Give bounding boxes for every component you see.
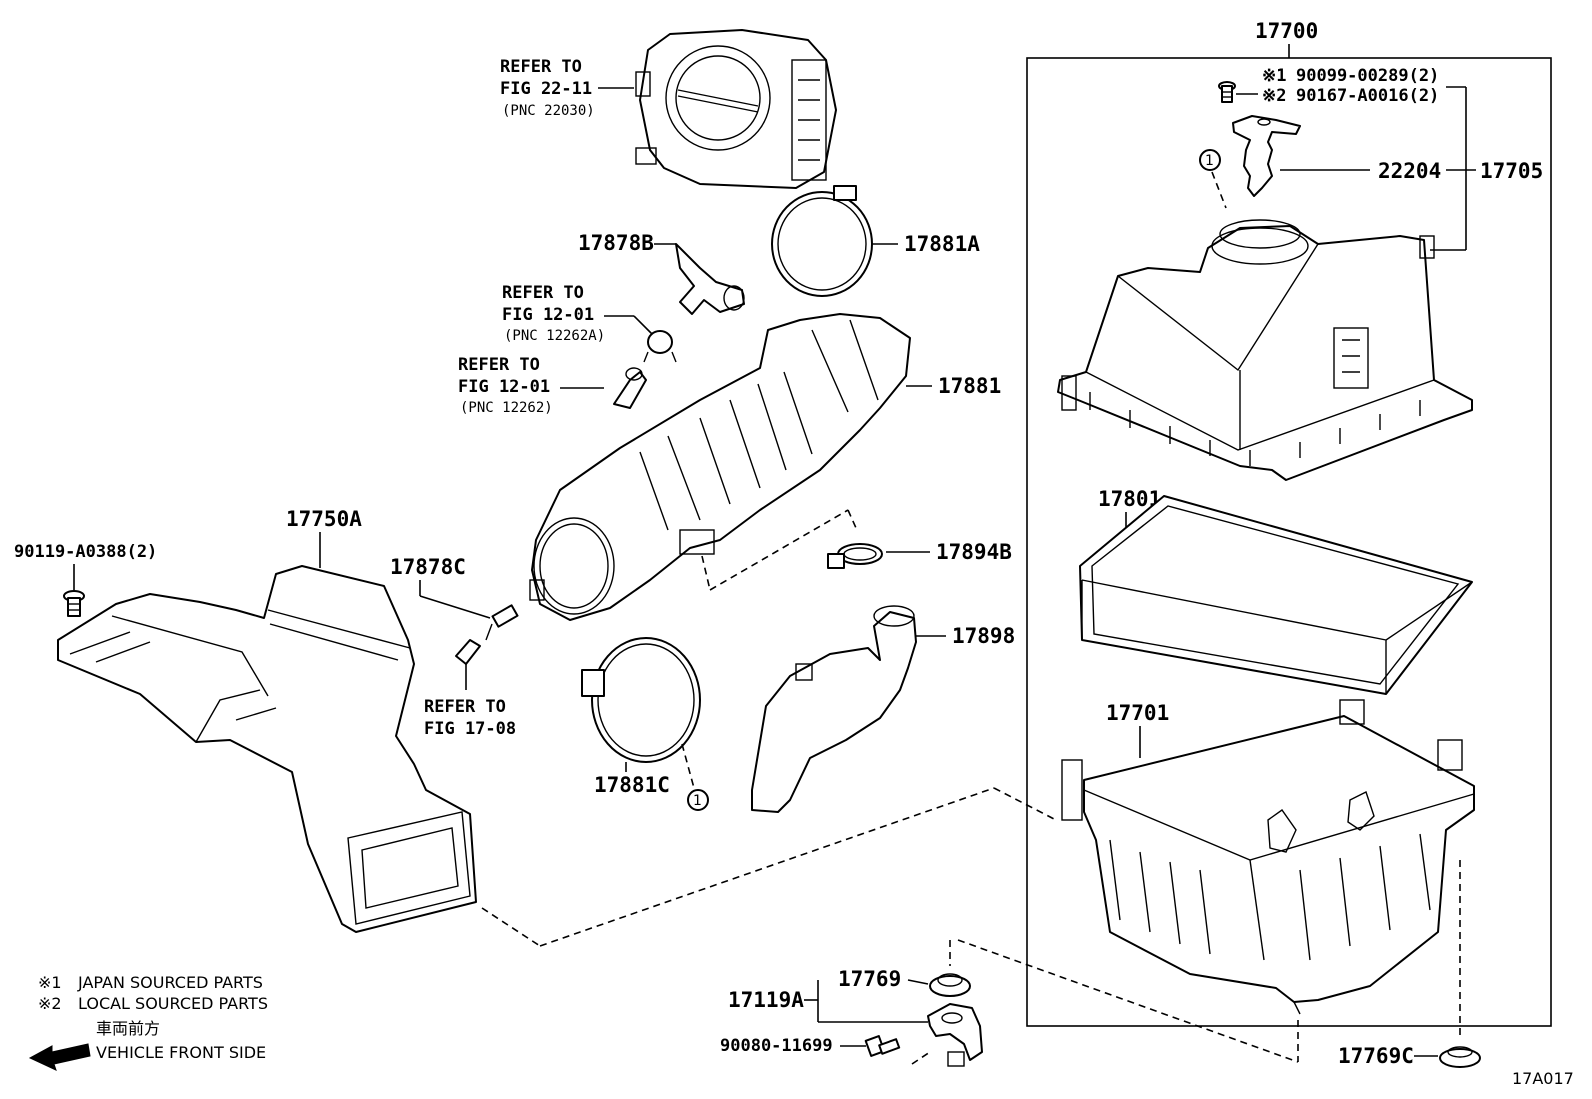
grommet-17769	[929, 973, 971, 997]
ref-1201a-line1: REFER TO	[502, 283, 584, 303]
note-2-mark: ※2	[38, 994, 62, 1013]
part-17750A-label[interactable]: 17750A	[286, 507, 362, 531]
ref-throttle-line1: REFER TO	[500, 57, 582, 77]
air-cleaner-case	[1061, 699, 1475, 1015]
nipple-17878C	[485, 604, 519, 641]
part-17881C-label[interactable]: 17881C	[594, 773, 670, 797]
clip-22204	[1232, 115, 1301, 197]
grommet-17769C	[1439, 1046, 1481, 1068]
air-filter-element	[1079, 495, 1473, 695]
throttle-body	[635, 29, 837, 189]
japan-mark: ※1	[1262, 66, 1286, 86]
part-90080-11699-label[interactable]: 90080-11699	[720, 1036, 833, 1056]
part-17705-label[interactable]: 17705	[1480, 159, 1543, 183]
part-90099-00289-label[interactable]: 90099-00289(2)	[1296, 66, 1439, 86]
ref-1201-line3: (PNC 12262)	[460, 400, 553, 416]
part-17881-label[interactable]: 17881	[938, 374, 1001, 398]
hose-clamp-17894B	[827, 543, 883, 569]
ref-throttle-line2[interactable]: FIG 22-11	[500, 79, 592, 99]
hose-clamp-17881A	[771, 185, 873, 297]
figure-code: 17A017	[1512, 1069, 1574, 1088]
part-22204-label[interactable]: 22204	[1378, 159, 1441, 183]
hose-clamp-17881C	[581, 637, 701, 763]
hose-17878C	[455, 639, 481, 665]
intake-hose-17881	[529, 313, 911, 621]
ref-1708-line1: REFER TO	[424, 697, 506, 717]
part-17769C-label[interactable]: 17769C	[1338, 1044, 1414, 1068]
part-17700-label[interactable]: 17700	[1255, 19, 1318, 43]
ref-throttle-line3: (PNC 22030)	[502, 103, 595, 119]
note-1-text: JAPAN SOURCED PARTS	[77, 973, 263, 992]
svg-text:1: 1	[1205, 153, 1214, 169]
local-mark: ※2	[1262, 86, 1286, 106]
note-2-text: LOCAL SOURCED PARTS	[78, 994, 268, 1013]
ref-1201a-line3: (PNC 12262A)	[504, 328, 605, 344]
circle-marker-1-lower: 1	[687, 789, 709, 811]
part-17701-label[interactable]: 17701	[1106, 701, 1169, 725]
front-arrow-icon	[28, 1043, 91, 1071]
part-90167-A0016-label[interactable]: 90167-A0016(2)	[1296, 86, 1439, 106]
ref-1201-line2[interactable]: FIG 12-01	[458, 377, 550, 397]
vehicle-front-jp: 車両前方	[96, 1019, 160, 1038]
ref-1201a-line2[interactable]: FIG 12-01	[502, 305, 594, 325]
bolt-90119-icon	[63, 590, 85, 617]
part-17881A-label[interactable]: 17881A	[904, 232, 980, 256]
part-17894B-label[interactable]: 17894B	[936, 540, 1012, 564]
svg-text:1: 1	[693, 793, 702, 809]
check-valve-icon	[643, 330, 677, 363]
vsv-connector-17878B	[675, 243, 745, 315]
part-17878C-label[interactable]: 17878C	[390, 555, 466, 579]
part-17898-label[interactable]: 17898	[952, 624, 1015, 648]
ref-1201-line1: REFER TO	[458, 355, 540, 375]
bolt-90080-icon	[864, 1035, 901, 1057]
bracket-17119A	[927, 1003, 983, 1067]
part-17119A-label[interactable]: 17119A	[728, 988, 804, 1012]
ref-1708-line2[interactable]: FIG 17-08	[424, 719, 516, 739]
note-1-mark: ※1	[38, 973, 62, 992]
air-inlet-duct-17750A	[57, 565, 477, 933]
circle-marker-1: 1	[1199, 149, 1221, 171]
vehicle-front-en: VEHICLE FRONT SIDE	[96, 1043, 266, 1062]
resonator-17898	[751, 605, 917, 813]
part-90119-A0388-label[interactable]: 90119-A0388(2)	[14, 542, 157, 562]
part-17878B-label[interactable]: 17878B	[578, 231, 654, 255]
bolt-icon	[1218, 81, 1236, 103]
part-17769-label[interactable]: 17769	[838, 967, 901, 991]
air-cleaner-cap	[1057, 219, 1473, 481]
hose-icon	[613, 367, 647, 409]
